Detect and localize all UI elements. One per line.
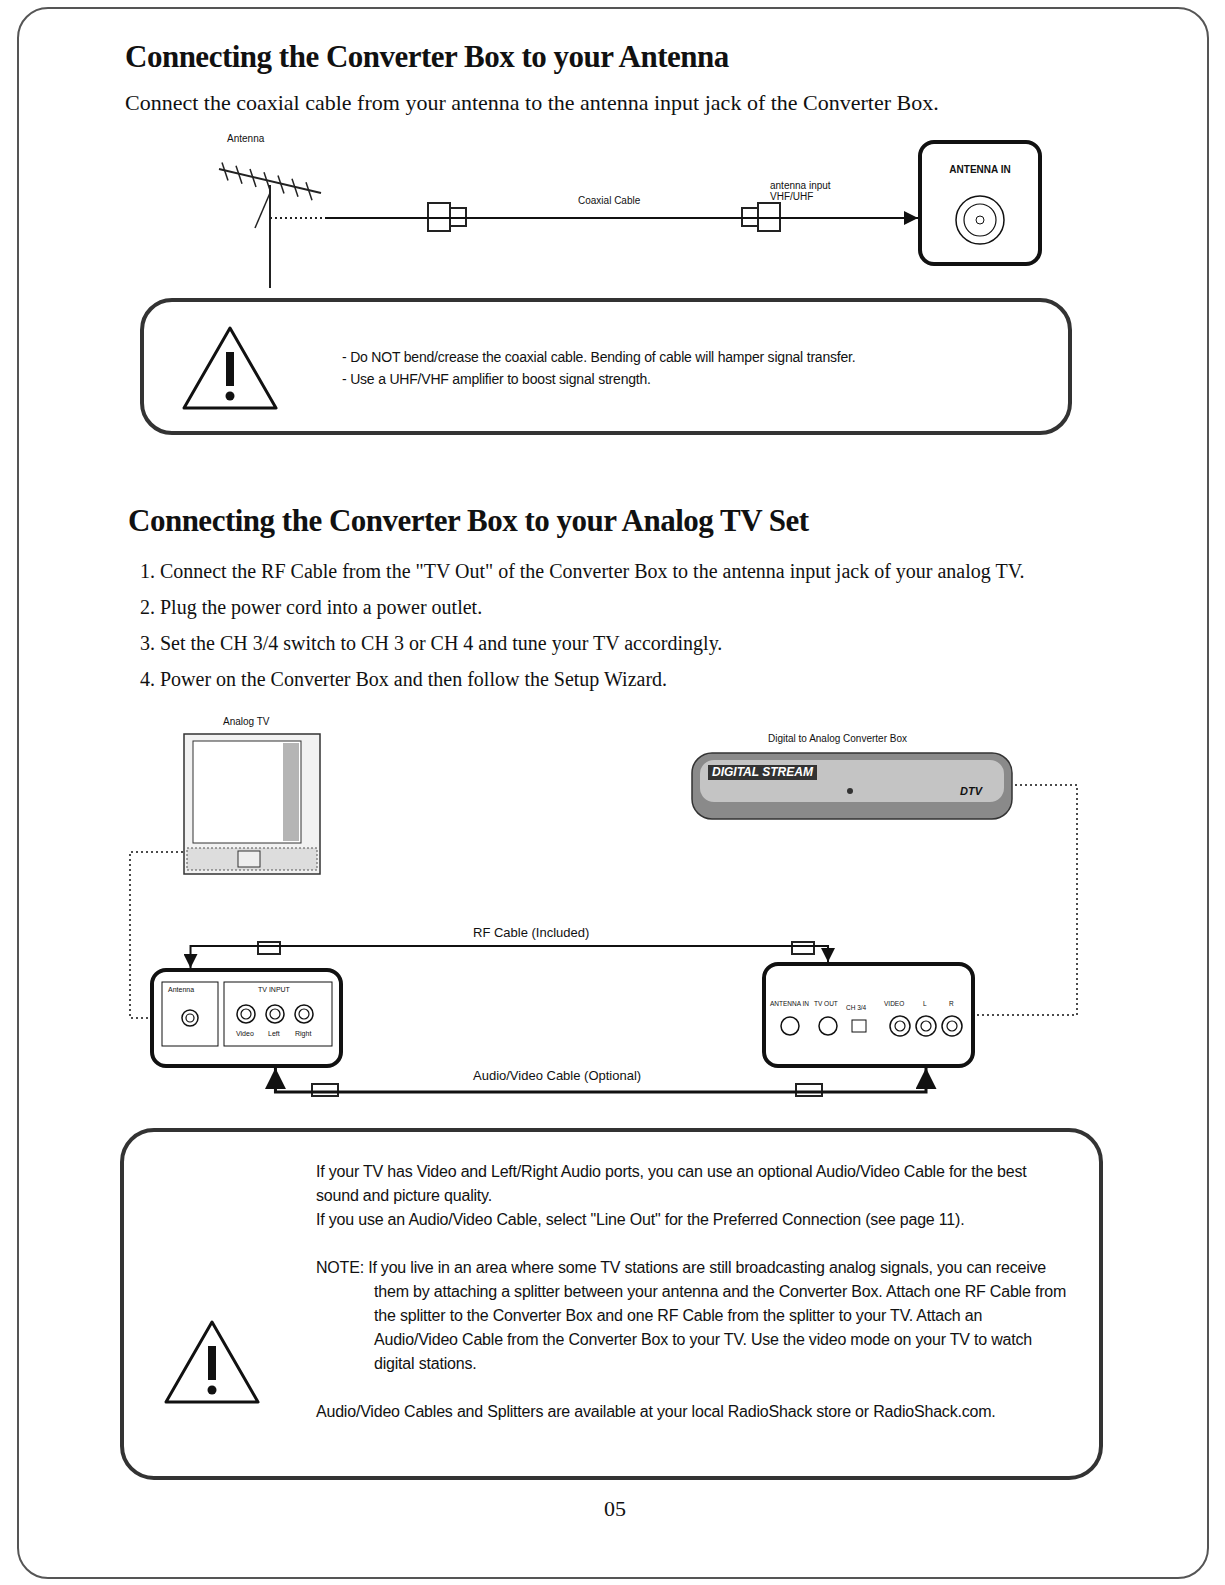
intro-text: Connect the coaxial cable from your ante… [125,90,939,116]
jack-label: VIDEO [884,1000,904,1007]
tv-figure-art [183,716,321,876]
cable-connector [325,217,918,219]
tv-input-panel-art [154,972,339,1064]
jack-label: CH 3/4 [846,1004,866,1011]
antenna-figure: Antenna [215,133,325,288]
step-text: 4. Power on the Converter Box and then f… [140,668,667,691]
jack-label: R [949,1000,954,1007]
page-frame [18,8,1208,1578]
jack-label: TV INPUT [258,986,290,994]
jack-label: antenna input VHF/UHF [770,180,848,202]
note-text: NOTE: If you live in an area where some … [316,1256,1069,1376]
jack-label: Left [268,1030,280,1038]
figure-label: DIGITAL STREAM [708,765,817,780]
jack-label: Antenna [168,986,194,994]
antenna-figure-art [215,133,325,288]
figure-label: Analog TV [223,716,270,727]
cable-label: Coaxial Cable [575,195,643,207]
warning-text: - Do NOT bend/crease the coaxial cable. … [342,346,1038,368]
step-text: 1. Connect the RF Cable from the "TV Out… [140,560,1025,583]
note-text: If you use an Audio/Video Cable, select … [316,1208,1069,1232]
converter-back-panel-art [766,966,971,1064]
note-text: Audio/Video Cables and Splitters are ava… [316,1400,1069,1424]
note-text: If your TV has Video and Left/Right Audi… [316,1160,1069,1208]
note-box: If your TV has Video and Left/Right Audi… [120,1128,1103,1480]
antenna-in-jack-art [922,144,1038,262]
antenna-in-jack: ANTENNA IN [918,140,1042,266]
page-number: 05 [604,1496,626,1522]
figure-label: DTV [960,785,982,797]
converter-figure: Digital to Analog Converter BoxDIGITAL S… [690,733,1015,823]
jack-label: L [923,1000,927,1007]
tv-figure: Analog TV [183,716,321,876]
cable-connector [275,1068,926,1092]
jack-label: ANTENNA IN [770,1000,809,1007]
cable-label: Audio/Video Cable (Optional) [470,1068,644,1084]
figure-label: Digital to Analog Converter Box [768,733,907,744]
section-heading: Connecting the Converter Box to your Ana… [128,502,809,539]
cable-label: RF Cable (Included) [470,925,592,941]
jack-label: TV OUT [814,1000,838,1007]
jack-label: ANTENNA IN [922,164,1038,175]
warning-text: - Use a UHF/VHF amplifier to boost signa… [342,368,1038,390]
converter-back-panel: ANTENNA IN TV OUT CH 3/4 VIDEO L R [762,962,975,1068]
warning-box-art [144,302,1068,431]
step-text: 2. Plug the power cord into a power outl… [140,596,482,619]
tv-input-panel: Antenna TV INPUT Video Left Right [150,968,343,1068]
jack-label: Video [236,1030,254,1038]
figure-label: Antenna [227,133,264,144]
section-heading: Connecting the Converter Box to your Ant… [125,38,729,75]
step-text: 3. Set the CH 3/4 switch to CH 3 or CH 4… [140,632,722,655]
cable-connector [191,946,829,968]
jack-label: Right [295,1030,311,1038]
warning-box: - Do NOT bend/crease the coaxial cable. … [140,298,1072,435]
note-box-art [124,1132,1099,1476]
